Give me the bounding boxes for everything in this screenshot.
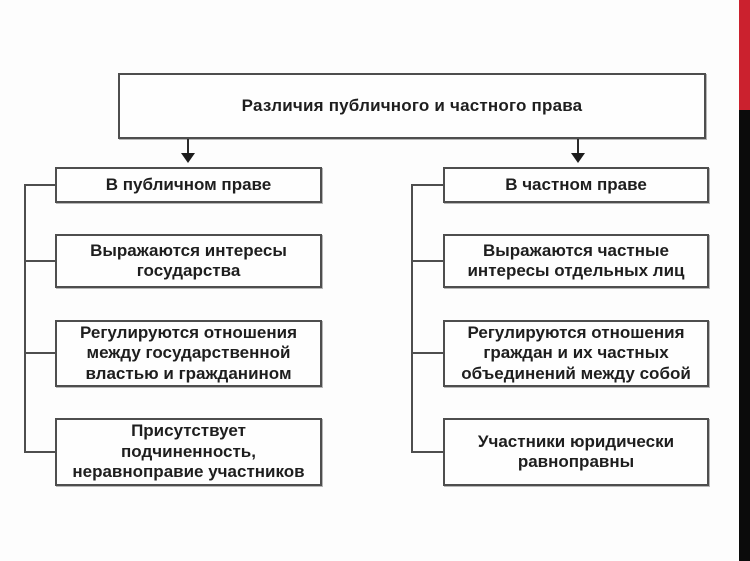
connector-line (24, 260, 57, 262)
arrow-shaft (577, 139, 579, 154)
red-accent-bar (739, 0, 750, 110)
right-column-header: В частном праве (505, 174, 647, 194)
flow-box: Выражаются частные интересы отдельных ли… (443, 234, 709, 288)
arrow-shaft (187, 139, 189, 154)
flow-box-text: Выражаются интересы государства (90, 240, 287, 280)
flow-box-text: Выражаются частные интересы отдельных ли… (467, 240, 685, 280)
flow-box: Выражаются интересы государства (55, 234, 322, 288)
right-bracket-line (411, 184, 413, 453)
arrow-down-icon (571, 139, 585, 163)
arrow-head (571, 153, 585, 163)
left-column-header-box: В публичном праве (55, 167, 322, 203)
flow-box: Регулируются отношения между государстве… (55, 320, 322, 387)
flow-box-text: Регулируются отношения граждан и их част… (461, 322, 691, 383)
flow-box-text: Регулируются отношения между государстве… (79, 322, 298, 383)
left-column-header: В публичном праве (105, 174, 272, 194)
right-column-header-box: В частном праве (443, 167, 709, 203)
connector-line (411, 352, 445, 354)
flow-box: Участники юридически равноправны (443, 418, 709, 486)
diagram-title: Различия публичного и частного права (241, 95, 583, 115)
flow-box-text: Присутствует подчиненность, неравноправи… (72, 421, 305, 482)
flow-box: Регулируются отношения граждан и их част… (443, 320, 709, 387)
diagram-title-box: Различия публичного и частного права (118, 73, 706, 139)
arrow-down-icon (181, 139, 195, 163)
connector-line (24, 352, 57, 354)
connector-line (24, 451, 57, 453)
connector-line (411, 260, 445, 262)
arrow-head (181, 153, 195, 163)
connector-line (411, 184, 445, 186)
left-bracket-line (24, 184, 26, 453)
flow-box: Присутствует подчиненность, неравноправи… (55, 418, 322, 486)
flow-box-text: Участники юридически равноправны (477, 431, 675, 471)
connector-line (24, 184, 57, 186)
connector-line (411, 451, 445, 453)
black-accent-bar (739, 110, 750, 561)
